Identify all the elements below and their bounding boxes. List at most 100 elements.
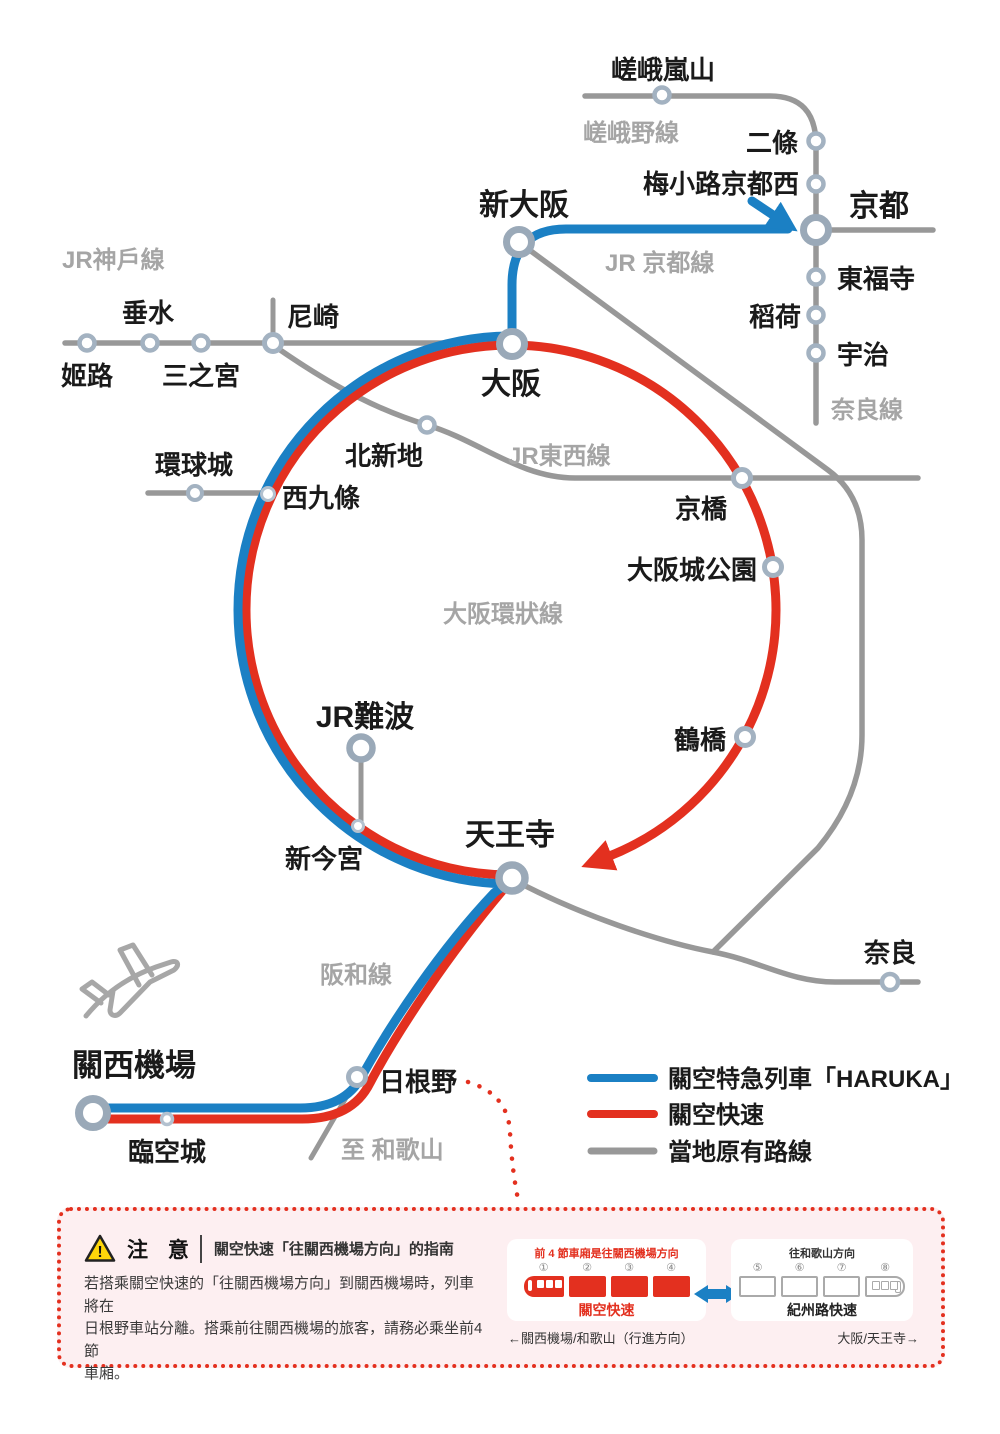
- car-column: ⑥: [781, 1262, 818, 1297]
- notice-box: ! 注 意 關空快速「往關西機場方向」的指南 若搭乘關空快速的「往關西機場方向」…: [57, 1207, 945, 1382]
- kanku-rapid-line-path: [88, 340, 781, 1124]
- car-number-8: ⑧: [880, 1262, 890, 1274]
- label-tarumi: 垂水: [122, 298, 175, 328]
- stations: [75, 85, 901, 1131]
- car-number-6: ⑥: [794, 1262, 805, 1274]
- label-saga-arashiyama: 嵯峨嵐山: [611, 55, 715, 85]
- station-tofukuji: [806, 267, 826, 287]
- car-column: ⑧: [865, 1262, 905, 1297]
- label-jr-kyoto-line: JR 京都線: [605, 249, 714, 277]
- legend-haruka-label: 關空特急列車「HARUKA」: [668, 1065, 964, 1093]
- train-panel-airport-header: 前 4 節車廂是往關西機場方向: [534, 1248, 679, 1260]
- label-tofukuji: 東福寺: [837, 264, 915, 294]
- station-tarumi: [140, 333, 160, 353]
- label-amagasaki: 尼崎: [287, 302, 339, 332]
- station-shin-imamiya: [351, 819, 365, 833]
- station-nijo: [806, 131, 826, 151]
- car-number-3: ③: [624, 1262, 634, 1274]
- station-tennoji: [495, 861, 529, 895]
- car-column: ⑤: [739, 1262, 776, 1297]
- label-nishikujo: 西九條: [282, 483, 360, 513]
- legend-local-label: 當地原有路線: [668, 1138, 812, 1166]
- station-kitashinchi: [417, 415, 437, 435]
- warning-icon: !: [84, 1234, 116, 1262]
- label-hanwa-line: 阪和線: [320, 961, 392, 989]
- car-5: [739, 1276, 776, 1297]
- station-universal-city: [186, 484, 204, 502]
- station-sannomiya: [191, 333, 211, 353]
- haruka-arrow-kyoto: [747, 196, 798, 232]
- station-labels: 嵯峨嵐山 二條 梅小路京都西 京都 東福寺 稻荷 宇治 新大阪 大阪 垂水 尼崎…: [61, 55, 916, 1167]
- label-kyobashi: 京橋: [675, 494, 728, 524]
- label-nara: 奈良: [863, 938, 916, 968]
- airplane-icon: [79, 942, 181, 1019]
- label-osakajo-koen: 大阪城公園: [627, 555, 757, 585]
- notice-title: 注 意: [127, 1238, 196, 1262]
- label-jr-namba: JR難波: [316, 701, 415, 734]
- station-inari: [806, 305, 826, 325]
- label-nijo: 二條: [746, 128, 798, 158]
- station-himeji: [77, 333, 97, 353]
- notice-header: ! 注 意 關空快速「往關西機場方向」的指南: [83, 1233, 454, 1264]
- train-panel-airport-label: 關空快速: [578, 1302, 635, 1318]
- label-tennoji: 天王寺: [465, 819, 555, 852]
- station-tsuruhashi: [734, 726, 756, 748]
- notice-body-line2: 日根野車站分離。搭乘前往關西機場的旅客，請務必乘坐前4節: [84, 1320, 483, 1360]
- car-column: ⑦: [823, 1262, 860, 1297]
- car-number-7: ⑦: [836, 1262, 847, 1274]
- car-7: [823, 1276, 860, 1297]
- notice-body-line3: 車廂。: [84, 1365, 130, 1382]
- station-nishikujo: [260, 486, 276, 502]
- label-nara-line: 奈良線: [830, 396, 903, 424]
- hineno-notice-dotted-guide: [465, 1079, 522, 1207]
- car-6: [781, 1276, 818, 1297]
- train-panel-wakayama-label: 紀州路快速: [787, 1302, 857, 1318]
- label-shin-imamiya: 新今宮: [285, 844, 363, 874]
- station-kyobashi: [731, 467, 753, 489]
- car-column: ②: [568, 1262, 606, 1297]
- label-shin-osaka: 新大阪: [479, 189, 569, 222]
- station-kyoto: [800, 214, 832, 246]
- car-column: ③: [610, 1262, 648, 1297]
- label-to-wakayama: 至 和歌山: [341, 1137, 444, 1164]
- station-saga-arashiyama: [652, 85, 672, 105]
- station-jr-namba: [346, 733, 376, 763]
- car-8-front-icon: [865, 1276, 905, 1297]
- car-number-1: ①: [538, 1262, 549, 1274]
- train-cars-wakayama: ⑤ ⑥ ⑦ ⑧: [731, 1262, 913, 1297]
- car-2: [568, 1276, 606, 1297]
- train-panel-wakayama-header: 往和歌山方向: [789, 1248, 855, 1260]
- legend-labels: 關空特急列車「HARUKA」 關空快速 當地原有路線: [668, 1065, 964, 1166]
- haruka-line-kyoto-path: [507, 224, 793, 350]
- label-osaka-loop-line: 大阪環狀線: [443, 600, 563, 628]
- car-number-4: ④: [666, 1262, 676, 1274]
- notice-title-divider: [199, 1234, 202, 1263]
- station-kansai-airport: [75, 1095, 111, 1131]
- line-labels: 嵯峨野線 JR 京都線 JR神戶線 奈良線 JR東西線 大阪環狀線 阪和線 至 …: [62, 119, 903, 1164]
- svg-text:!: !: [97, 1244, 102, 1261]
- station-osakajo-koen: [762, 556, 784, 578]
- label-uji: 宇治: [837, 340, 889, 370]
- label-universal-city: 環球城: [155, 450, 233, 480]
- car-3: [610, 1276, 648, 1297]
- legend-rapid-label: 關空快速: [668, 1101, 764, 1129]
- haruka-line-loop-path: [88, 331, 517, 1113]
- label-sannomiya: 三之宮: [162, 361, 240, 391]
- train-panel-wakayama: 往和歌山方向 ⑤ ⑥ ⑦ ⑧ 紀州路快速: [731, 1239, 913, 1321]
- notice-subtitle: 關空快速「往關西機場方向」的指南: [213, 1241, 454, 1258]
- station-amagasaki: [262, 332, 284, 354]
- label-inari: 稻荷: [749, 302, 801, 332]
- direction-caption-right: 大阪/天王寺→: [837, 1331, 919, 1346]
- car-1-front-icon: [523, 1276, 564, 1297]
- station-rinku-town: [159, 1111, 175, 1127]
- label-kitashinchi: 北新地: [345, 441, 423, 471]
- station-hineno: [346, 1066, 368, 1088]
- label-kyoto: 京都: [849, 189, 909, 223]
- label-jr-kobe-line: JR神戶線: [62, 246, 165, 274]
- label-himeji: 姬路: [61, 361, 114, 391]
- car-column: ①: [523, 1262, 564, 1297]
- station-shin-osaka: [503, 226, 535, 258]
- station-uji: [806, 343, 826, 363]
- notice-body: 若搭乘關空快速的「往關西機場方向」到關西機場時，列車將在 日根野車站分離。搭乘前…: [84, 1273, 484, 1386]
- station-nara: [879, 971, 901, 993]
